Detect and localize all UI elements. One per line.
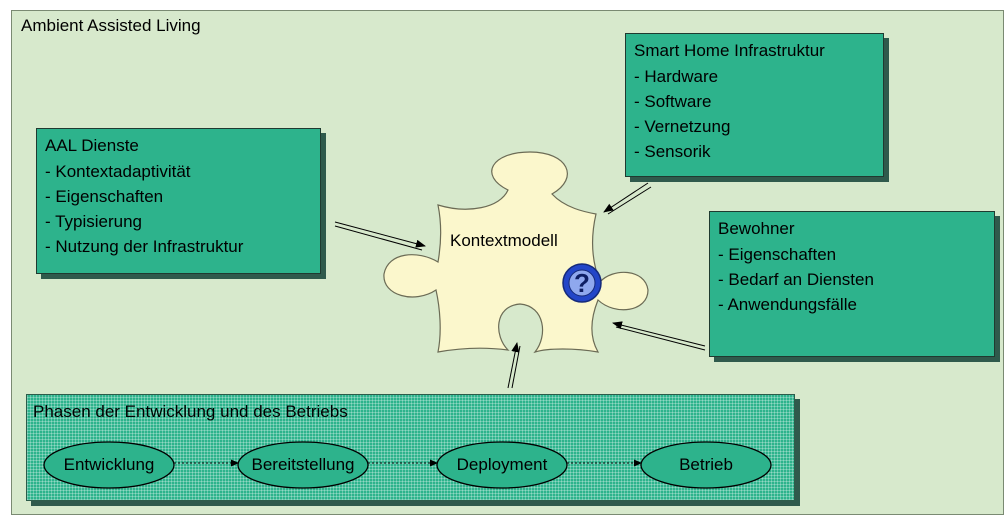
phases-to-context-arrow <box>507 342 521 389</box>
bewohner-item: - Anwendungsfälle <box>718 295 857 314</box>
phase-label-betrieb: Betrieb <box>679 455 733 474</box>
bewohner-item: - Eigenschaften <box>718 245 837 264</box>
frame-title: Ambient Assisted Living <box>21 16 201 35</box>
smart-home-item: - Sensorik <box>634 142 711 161</box>
phase-label-entwicklung: Entwicklung <box>63 455 155 474</box>
phase-label-bereitstellung: Bereitstellung <box>251 455 355 474</box>
kontextmodell-label: Kontextmodell <box>450 231 558 250</box>
smart-home-box: Smart Home Infrastruktur - Hardware - So… <box>625 33 884 177</box>
bewohner-to-context-arrow <box>612 321 706 351</box>
phases-title: Phasen der Entwicklung und des Betriebs <box>33 402 348 421</box>
svg-text:?: ? <box>574 268 590 298</box>
smart-home-title: Smart Home Infrastruktur <box>634 41 825 60</box>
bewohner-title: Bewohner <box>718 219 795 238</box>
puzzle-piece-icon <box>383 151 649 354</box>
aal-to-context-arrow <box>334 221 426 251</box>
bewohner-item: - Bedarf an Diensten <box>718 270 874 289</box>
smart-home-item: - Vernetzung <box>634 117 731 136</box>
aal-dienste-item: - Nutzung der Infrastruktur <box>45 237 244 256</box>
smart-home-item: - Software <box>634 92 712 111</box>
aal-dienste-box: AAL Dienste - Kontextadaptivität - Eigen… <box>36 128 321 274</box>
smart-home-item: - Hardware <box>634 67 719 86</box>
aal-dienste-item: - Typisierung <box>45 212 143 231</box>
phase-ellipse-entwicklung <box>43 441 175 489</box>
phase-label-deployment: Deployment <box>456 455 548 474</box>
smart-home-to-context-arrow <box>603 182 652 215</box>
bewohner-box: Bewohner - Eigenschaften - Bedarf an Die… <box>709 211 995 357</box>
aal-dienste-item: - Eigenschaften <box>45 187 164 206</box>
question-mark-icon: ? <box>562 263 602 303</box>
aal-dienste-item: - Kontextadaptivität <box>45 162 191 181</box>
aal-dienste-title: AAL Dienste <box>45 136 139 155</box>
